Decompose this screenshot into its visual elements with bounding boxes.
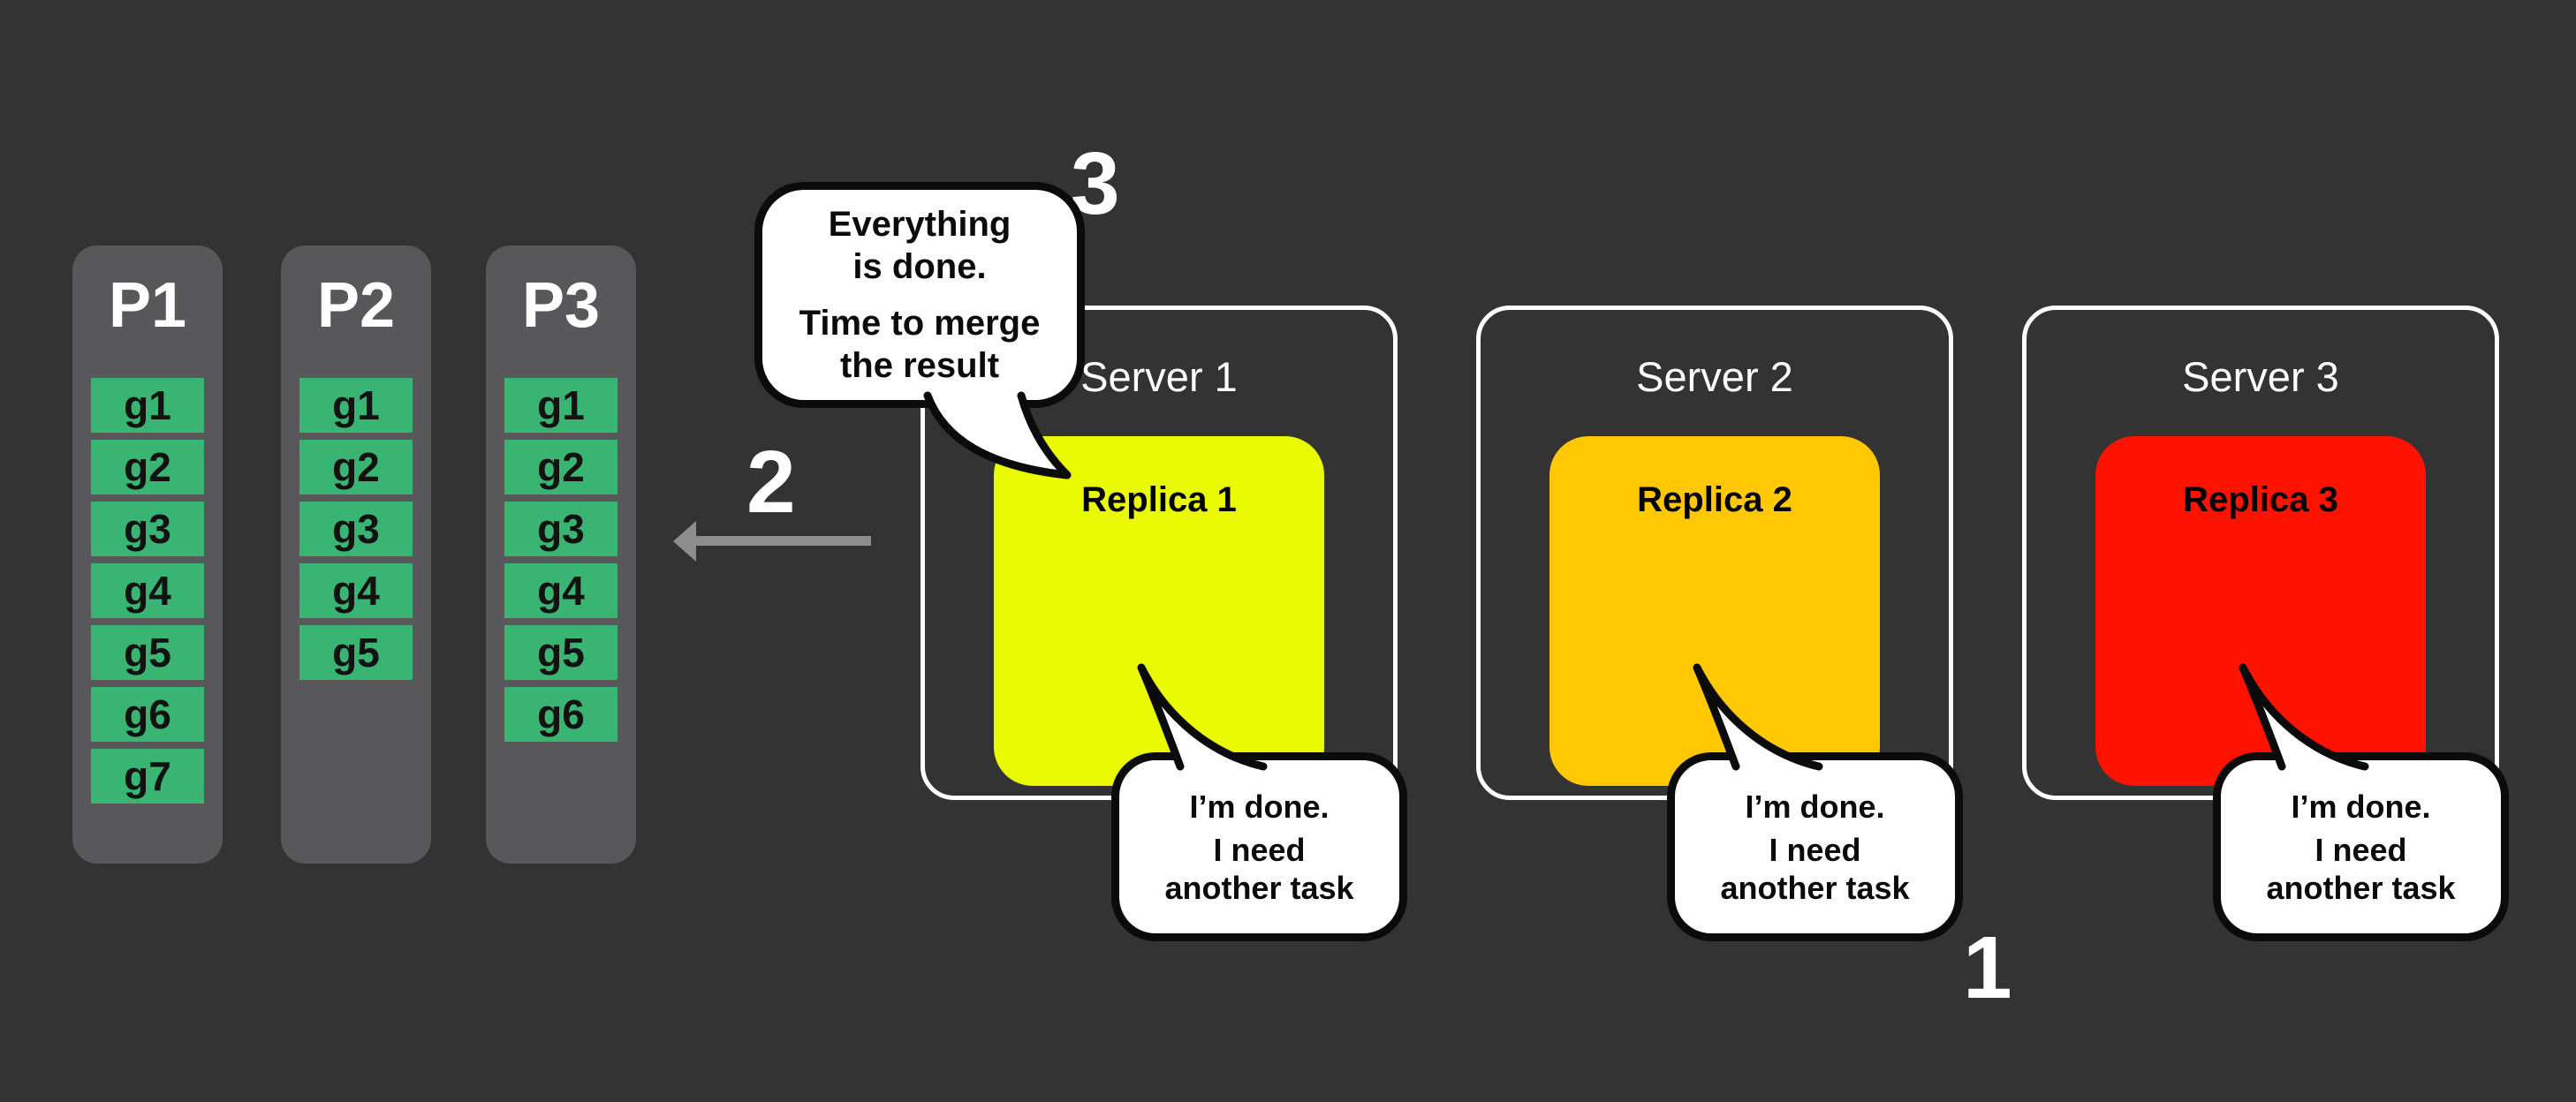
bubble-text: I need another task	[1164, 831, 1354, 906]
group-box: g4	[504, 563, 617, 618]
partition-title: P2	[316, 270, 396, 341]
group-box: g6	[91, 687, 204, 742]
bubble-tail-icon	[1137, 663, 1268, 771]
bubble-text: I need another task	[1720, 831, 1910, 906]
replica-label: Replica 3	[2183, 480, 2338, 519]
group-list: g1 g2 g3 g4 g5	[281, 378, 431, 680]
group-box: g6	[504, 687, 617, 742]
bubble-text: Everything is done.	[828, 205, 1011, 286]
server-2-box: Server 2 Replica 2 I’m done. I need anot…	[1476, 306, 1963, 941]
step-2-label: 2	[746, 433, 796, 532]
done-speech-bubble: I’m done. I need another task	[2213, 752, 2509, 941]
replica-1-box: Replica 1	[994, 436, 1324, 786]
step-1-label: 1	[1963, 918, 2012, 1017]
bubble-text: I need another task	[2266, 831, 2456, 906]
bubble-tail-icon	[923, 391, 1072, 479]
arrow-left-icon	[673, 521, 696, 562]
group-box: g1	[504, 378, 617, 433]
server-3-box: Server 3 Replica 3 I’m done. I need anot…	[2022, 306, 2509, 941]
group-box: g2	[91, 440, 204, 494]
replica-label: Replica 2	[1637, 480, 1792, 519]
replica-2-box: Replica 2	[1549, 436, 1880, 786]
server-1-box: Server 1 Replica 1 I’m done. I need anot…	[921, 306, 1407, 941]
group-box: g5	[504, 625, 617, 680]
group-box: g2	[299, 440, 413, 494]
merge-arrow-shaft	[694, 536, 871, 546]
bubble-tail-icon	[1693, 663, 1823, 771]
group-box: g5	[91, 625, 204, 680]
bubble-text: I’m done.	[1745, 788, 1885, 825]
done-speech-bubble: I’m done. I need another task	[1667, 752, 1963, 941]
partition-p3: P3 g1 g2 g3 g4 g5 g6	[486, 245, 636, 864]
group-list: g1 g2 g3 g4 g5 g6	[486, 378, 636, 742]
partition-p1: P1 g1 g2 g3 g4 g5 g6 g7	[72, 245, 223, 864]
group-box: g4	[91, 563, 204, 618]
group-list: g1 g2 g3 g4 g5 g6 g7	[72, 378, 223, 804]
server-title: Server 1	[1080, 353, 1238, 400]
server-title: Server 3	[2182, 353, 2339, 400]
merge-speech-bubble: Everything is done. Time to merge the re…	[754, 182, 1085, 408]
group-box: g3	[504, 502, 617, 556]
replica-3-box: Replica 3	[2095, 436, 2426, 786]
server-title: Server 2	[1636, 353, 1793, 400]
bubble-text: I’m done.	[1189, 788, 1330, 825]
bubble-text: I’m done.	[2291, 788, 2431, 825]
replica-label: Replica 1	[1081, 480, 1237, 519]
group-box: g5	[299, 625, 413, 680]
group-box: g3	[91, 502, 204, 556]
partition-title: P1	[108, 270, 187, 341]
bubble-text: Time to merge the result	[799, 304, 1041, 385]
group-box: g1	[299, 378, 413, 433]
done-speech-bubble: I’m done. I need another task	[1111, 752, 1407, 941]
group-box: g3	[299, 502, 413, 556]
group-box: g2	[504, 440, 617, 494]
partition-p2: P2 g1 g2 g3 g4 g5	[281, 245, 431, 864]
group-box: g7	[91, 749, 204, 804]
partition-title: P3	[521, 270, 601, 341]
group-box: g1	[91, 378, 204, 433]
bubble-tail-icon	[2239, 663, 2369, 771]
group-box: g4	[299, 563, 413, 618]
